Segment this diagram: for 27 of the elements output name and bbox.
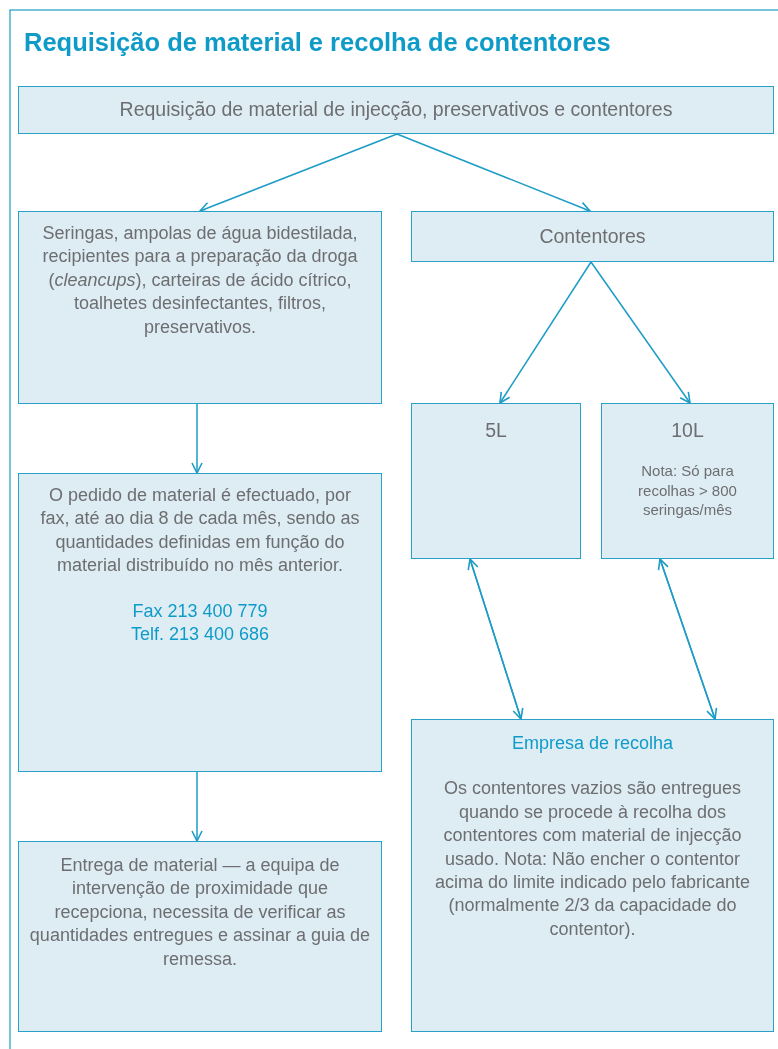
box-note: Telf. 213 400 686 [130,622,270,646]
arrow [199,133,398,213]
box-text: 5L [485,418,507,443]
process-box [18,86,774,134]
process-box [601,403,774,559]
arrow [396,133,591,213]
process-box [411,403,581,559]
process-box [411,211,774,262]
box-text: 10L [671,418,704,443]
process-box [411,719,774,1032]
diagram-title: Requisição de material e recolha de contentores [24,28,612,57]
process-box [18,841,382,1032]
box-note: Nota: Só para recolhas > 800 seringas/mês [637,461,738,520]
process-box [18,473,382,772]
box-text: Entrega de material — a equipa de intervenção de proximidade que recepciona, necessita de verificar as quantidades entregues e assinar a guia de remessa. [29,854,371,971]
box-text: Empresa de recolha [511,732,674,755]
box-text: Contentores [539,224,646,249]
arrow [499,261,592,404]
arrow [191,771,203,842]
process-box [18,211,382,404]
box-note: Os contentores vazios são entregues quando se procede à recolha dos contentores com material de injecção usado. Nota: Não encher o contentor acima do limite indicado pelo fabricante (normalmente 2/3 da capacidade do contentor). [433,777,752,941]
arrow [590,261,691,404]
arrow [191,403,203,474]
box-text: O pedido de material é efectuado, por fax, até ao dia 8 de cada mês, sendo as quantidades definidas em função do material distribuído no mês anterior. [39,484,361,578]
box-text: Requisição de material de injecção, preservativos e contentores [119,97,673,122]
box-text: Seringas, ampolas de água bidestilada, recipientes para a preparação da droga (cleancups), carteiras de ácido cítrico, toalhetes desinfectantes, filtros, preservativos. [41,222,359,339]
box-note: Fax 213 400 779 [132,599,268,623]
